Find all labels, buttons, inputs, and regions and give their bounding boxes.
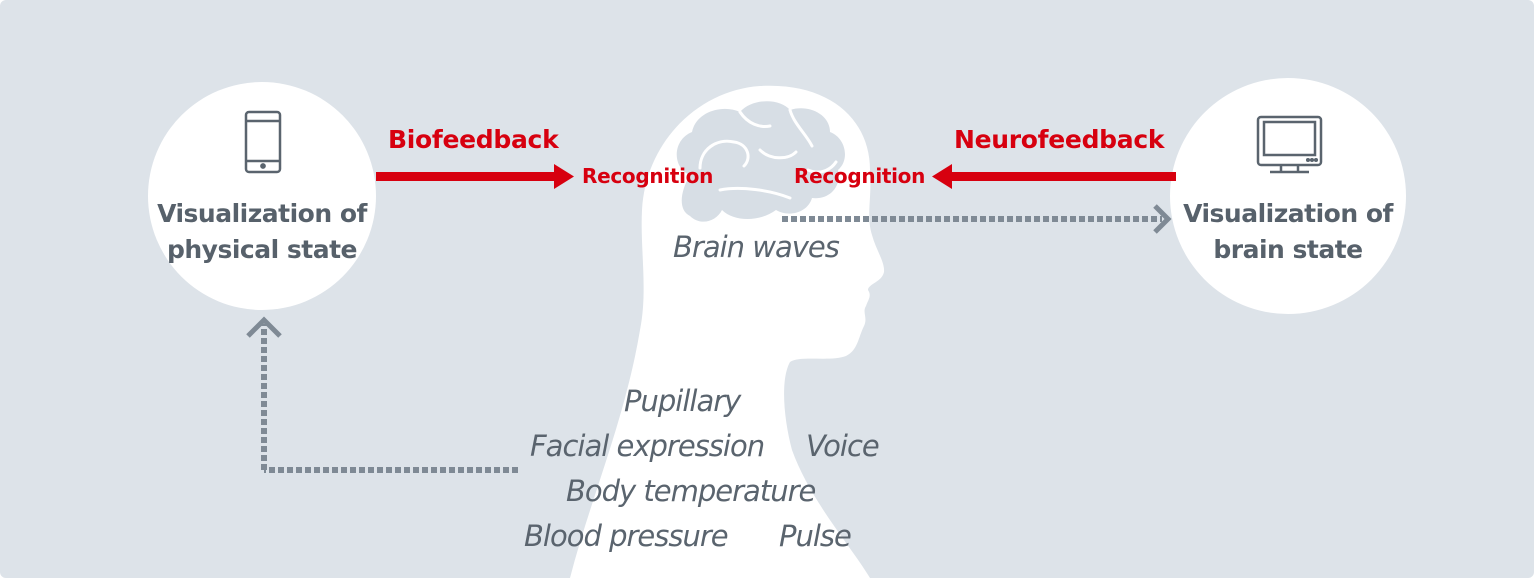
biofeedback-recognition-label: Recognition bbox=[582, 164, 714, 188]
left-node-label: Visualization of physical state bbox=[142, 196, 382, 268]
smartphone-icon bbox=[244, 110, 282, 174]
neurofeedback-arrow bbox=[932, 164, 1176, 189]
monitor-icon bbox=[1256, 115, 1323, 174]
left-node-label-line2: physical state bbox=[166, 235, 358, 264]
head-silhouette bbox=[570, 85, 885, 578]
left-node-circle bbox=[148, 82, 376, 310]
right-node-label: Visualization of brain state bbox=[1168, 196, 1408, 268]
right-node-label-line1: Visualization of bbox=[1183, 199, 1393, 228]
signal-voice: Voice bbox=[806, 429, 880, 463]
signal-pupillary: Pupillary bbox=[624, 384, 741, 418]
brain-waves-label: Brain waves bbox=[673, 230, 840, 264]
neurofeedback-recognition-label: Recognition bbox=[794, 164, 926, 188]
brain-folds bbox=[698, 108, 838, 200]
signal-pulse: Pulse bbox=[779, 519, 852, 553]
brain-to-monitor-dashed-arrow bbox=[782, 204, 1172, 234]
body-to-phone-dashed-arrow bbox=[246, 316, 518, 473]
biofeedback-arrow bbox=[376, 164, 574, 189]
signal-blood-pressure: Blood pressure bbox=[524, 519, 729, 553]
left-node-label-line1: Visualization of bbox=[157, 199, 367, 228]
biofeedback-title: Biofeedback bbox=[388, 125, 559, 154]
right-node-label-line2: brain state bbox=[1213, 235, 1363, 264]
signal-facial-expression: Facial expression bbox=[530, 429, 765, 463]
signal-body-temperature: Body temperature bbox=[566, 474, 816, 508]
neurofeedback-title: Neurofeedback bbox=[954, 125, 1165, 154]
right-node-circle bbox=[1170, 78, 1406, 314]
